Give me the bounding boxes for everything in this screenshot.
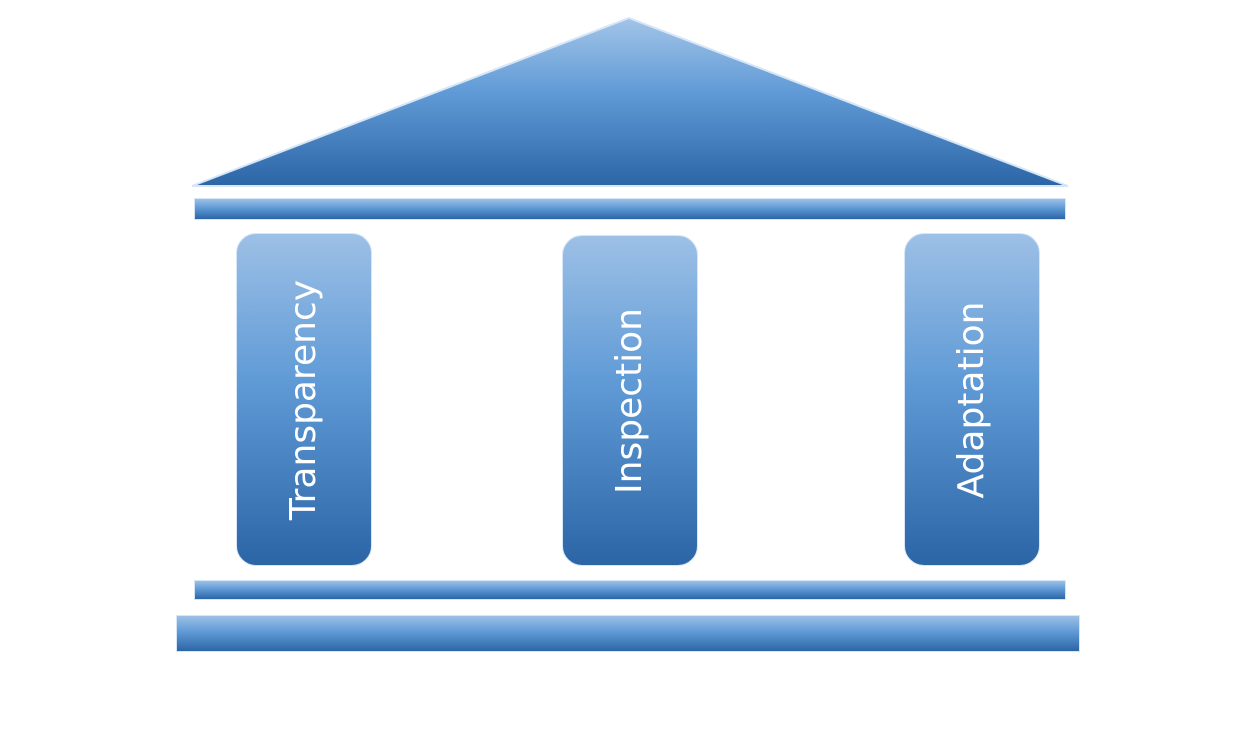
pillar-label: Inspection	[609, 307, 650, 494]
pillar-adaptation: Adaptation	[904, 233, 1040, 566]
roof-triangle	[191, 16, 1069, 187]
architrave-beam	[194, 198, 1066, 220]
roof-pediment	[191, 16, 1069, 187]
pillar-label: Transparency	[283, 279, 324, 520]
pillar-transparency: Transparency	[236, 233, 372, 566]
foundation-slab	[176, 615, 1080, 652]
pillar-inspection: Inspection	[562, 235, 698, 566]
pillar-label: Adaptation	[951, 301, 992, 498]
stylobate-beam	[194, 580, 1066, 600]
